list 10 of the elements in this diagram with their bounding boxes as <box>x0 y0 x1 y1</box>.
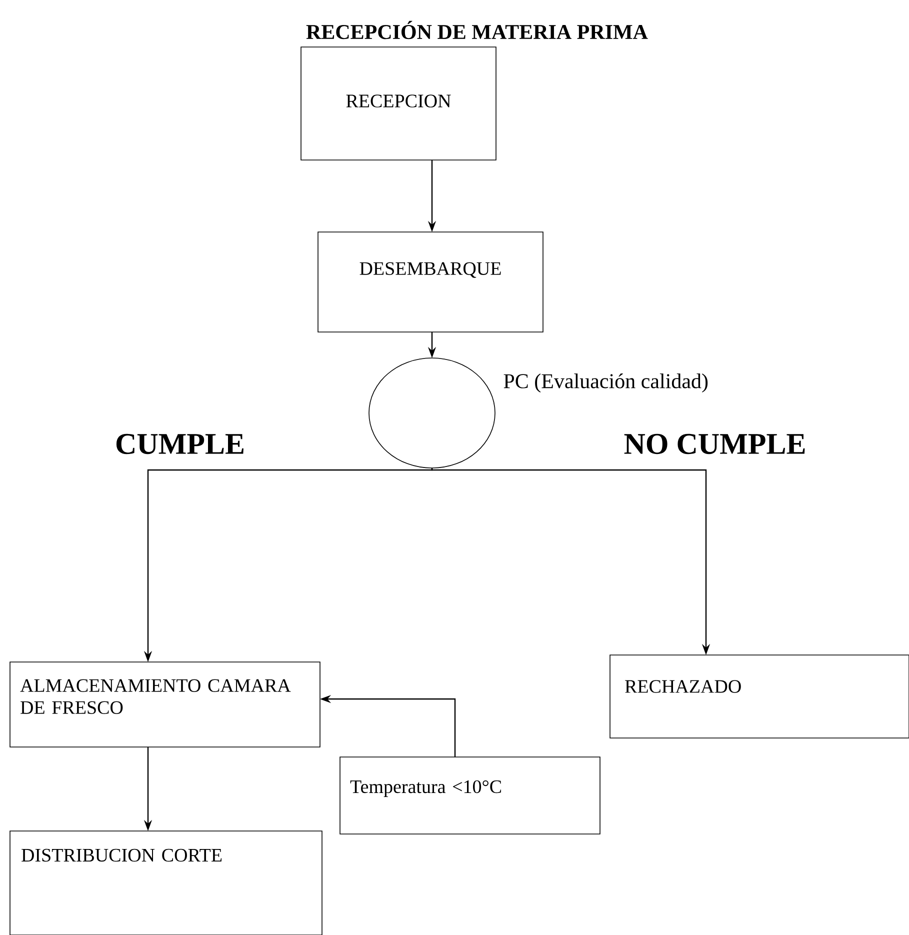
process-box: RECHAZADO <box>610 654 909 738</box>
edge-label: CUMPLE <box>116 434 244 454</box>
process-box: DISTRIBUCION CORTE <box>10 830 322 935</box>
node-caption: PC (Evaluación calidad) <box>504 373 708 393</box>
process-box: RECEPCION <box>300 46 496 160</box>
edge-label: NO CUMPLE <box>624 434 805 454</box>
process-box: Temperatura <10°C <box>340 756 600 834</box>
process-box: DESEMBARQUE <box>318 232 544 332</box>
process-box: ALMACENAMIENTO CAMARA DE FRESCO <box>10 662 320 748</box>
title: RECEPCIÓN DE MATERIA PRIMA <box>306 20 648 40</box>
